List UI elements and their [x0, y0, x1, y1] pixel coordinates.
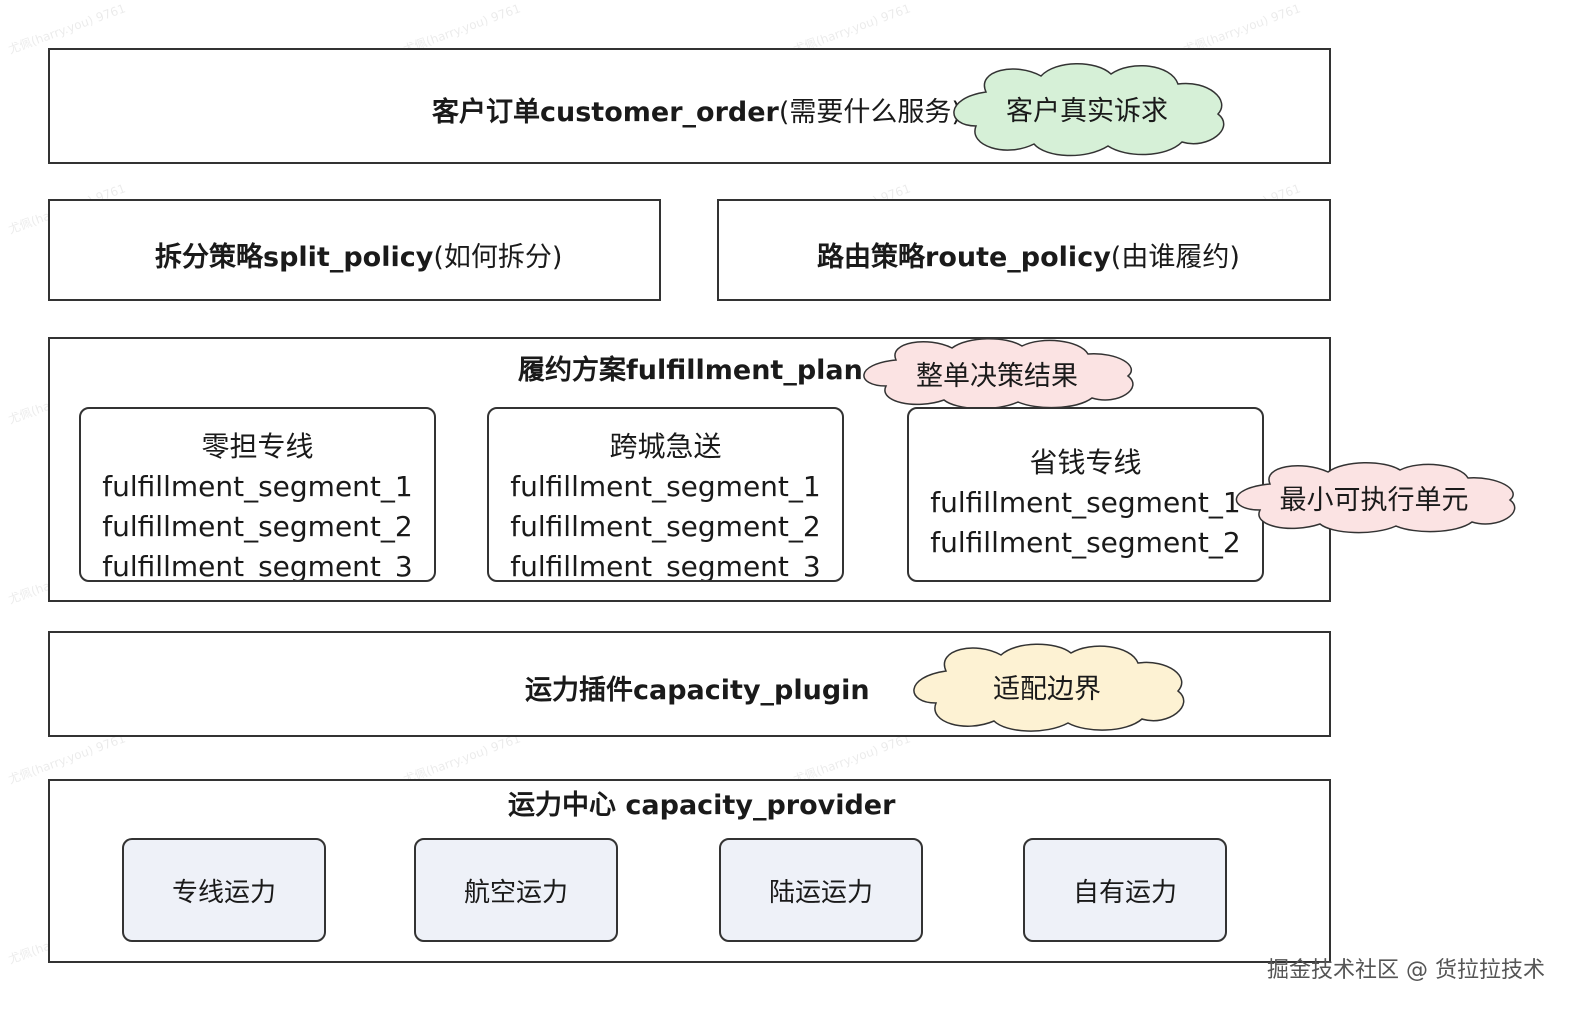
fulfillment-line-name: 零担专线	[201, 430, 314, 463]
route-policy-title-note: (由谁履约)	[1110, 242, 1240, 273]
plan-decision-cloud: 整单决策结果	[856, 338, 1138, 410]
fulfillment-segment: fulfillment_segment_1	[930, 486, 1241, 519]
fulfillment-segment: fulfillment_segment_1	[102, 470, 413, 503]
fulfillment-plan-title-bold: 履约方案fulfillment_plan	[518, 355, 863, 386]
route-policy-box	[717, 199, 1331, 301]
customer-demand-cloud-text: 客户真实诉求	[1006, 95, 1168, 127]
capacity-item: 自有运力	[1023, 838, 1227, 942]
fulfillment-line-card: 零担专线 fulfillment_segment_1 fulfillment_s…	[79, 407, 436, 582]
footer-attribution: 掘金技术社区 @ 货拉拉技术	[1267, 958, 1545, 983]
capacity-provider-title-bold: 运力中心 capacity_provider	[508, 790, 896, 821]
min-exec-unit-cloud: 最小可执行单元	[1228, 462, 1520, 534]
split-policy-title-note: (如何拆分)	[433, 242, 563, 273]
adapter-boundary-cloud-text: 适配边界	[993, 673, 1101, 705]
capacity-item-label: 自有运力	[1072, 877, 1177, 908]
customer-demand-cloud: 客户真实诉求	[946, 62, 1228, 157]
fulfillment-segment: fulfillment_segment_2	[930, 526, 1241, 559]
capacity-item: 陆运运力	[719, 838, 923, 942]
capacity-provider-title: 运力中心 capacity_provider	[508, 783, 895, 822]
customer-order-title-bold: 客户订单customer_order	[432, 97, 779, 128]
fulfillment-segment: fulfillment_segment_1	[510, 470, 821, 503]
capacity-item-label: 航空运力	[463, 877, 568, 908]
capacity-item: 专线运力	[122, 838, 326, 942]
capacity-item-label: 陆运运力	[768, 877, 873, 908]
customer-order-title: 客户订单customer_order(需要什么服务)	[432, 90, 962, 129]
fulfillment-plan-title: 履约方案fulfillment_plan	[518, 348, 863, 387]
fulfillment-segment: fulfillment_segment_3	[510, 550, 821, 582]
split-policy-title-bold: 拆分策略split_policy	[155, 242, 434, 273]
route-policy-title: 路由策略route_policy(由谁履约)	[817, 235, 1240, 274]
plan-decision-cloud-text: 整单决策结果	[916, 360, 1078, 392]
split-policy-box	[48, 199, 661, 301]
fulfillment-segment: fulfillment_segment_2	[510, 510, 821, 543]
fulfillment-segment: fulfillment_segment_3	[102, 550, 413, 582]
capacity-item: 航空运力	[414, 838, 618, 942]
min-exec-unit-cloud-text: 最小可执行单元	[1279, 484, 1469, 516]
fulfillment-line-card: 省钱专线 fulfillment_segment_1 fulfillment_s…	[907, 407, 1264, 582]
fulfillment-line-name: 跨城急送	[609, 430, 722, 463]
capacity-plugin-title: 运力插件capacity_plugin	[525, 668, 870, 707]
fulfillment-segment: fulfillment_segment_2	[102, 510, 413, 543]
capacity-item-label: 专线运力	[171, 877, 276, 908]
customer-order-title-note: (需要什么服务)	[778, 97, 962, 128]
fulfillment-line-name: 省钱专线	[1029, 446, 1142, 479]
capacity-plugin-title-bold: 运力插件capacity_plugin	[525, 675, 870, 706]
fulfillment-line-card: 跨城急送 fulfillment_segment_1 fulfillment_s…	[487, 407, 844, 582]
split-policy-title: 拆分策略split_policy(如何拆分)	[155, 235, 562, 274]
adapter-boundary-cloud: 适配边界	[906, 643, 1188, 732]
route-policy-title-bold: 路由策略route_policy	[817, 242, 1111, 273]
